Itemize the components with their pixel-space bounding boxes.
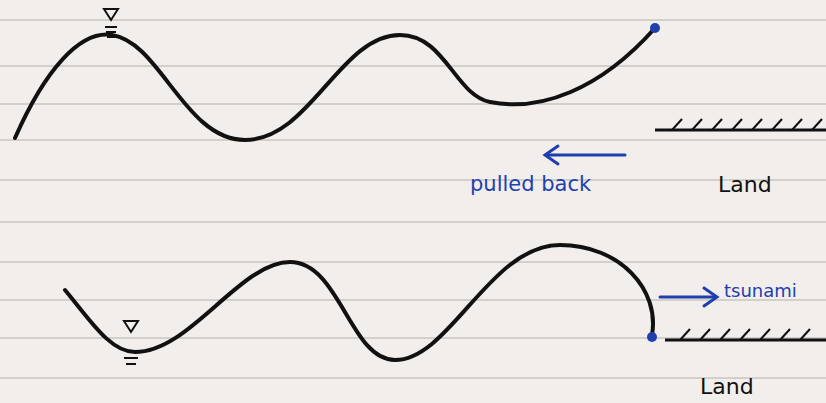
wave-line [15,28,655,140]
water-level-symbol [104,9,118,37]
water-level-symbol [124,321,138,364]
land-label: Land [700,376,754,398]
tsunami-arrow [660,288,717,306]
arrow-label: pulled back [470,174,591,195]
water-dot [650,23,660,33]
land-hatching [655,119,826,130]
arrow-label: tsunami [724,282,797,300]
wave-line [65,245,653,360]
water-dot [647,332,657,342]
land-hatching [665,329,826,340]
land-label: Land [718,174,772,196]
paper-lines [0,20,826,378]
pull-back-arrow [545,146,625,164]
